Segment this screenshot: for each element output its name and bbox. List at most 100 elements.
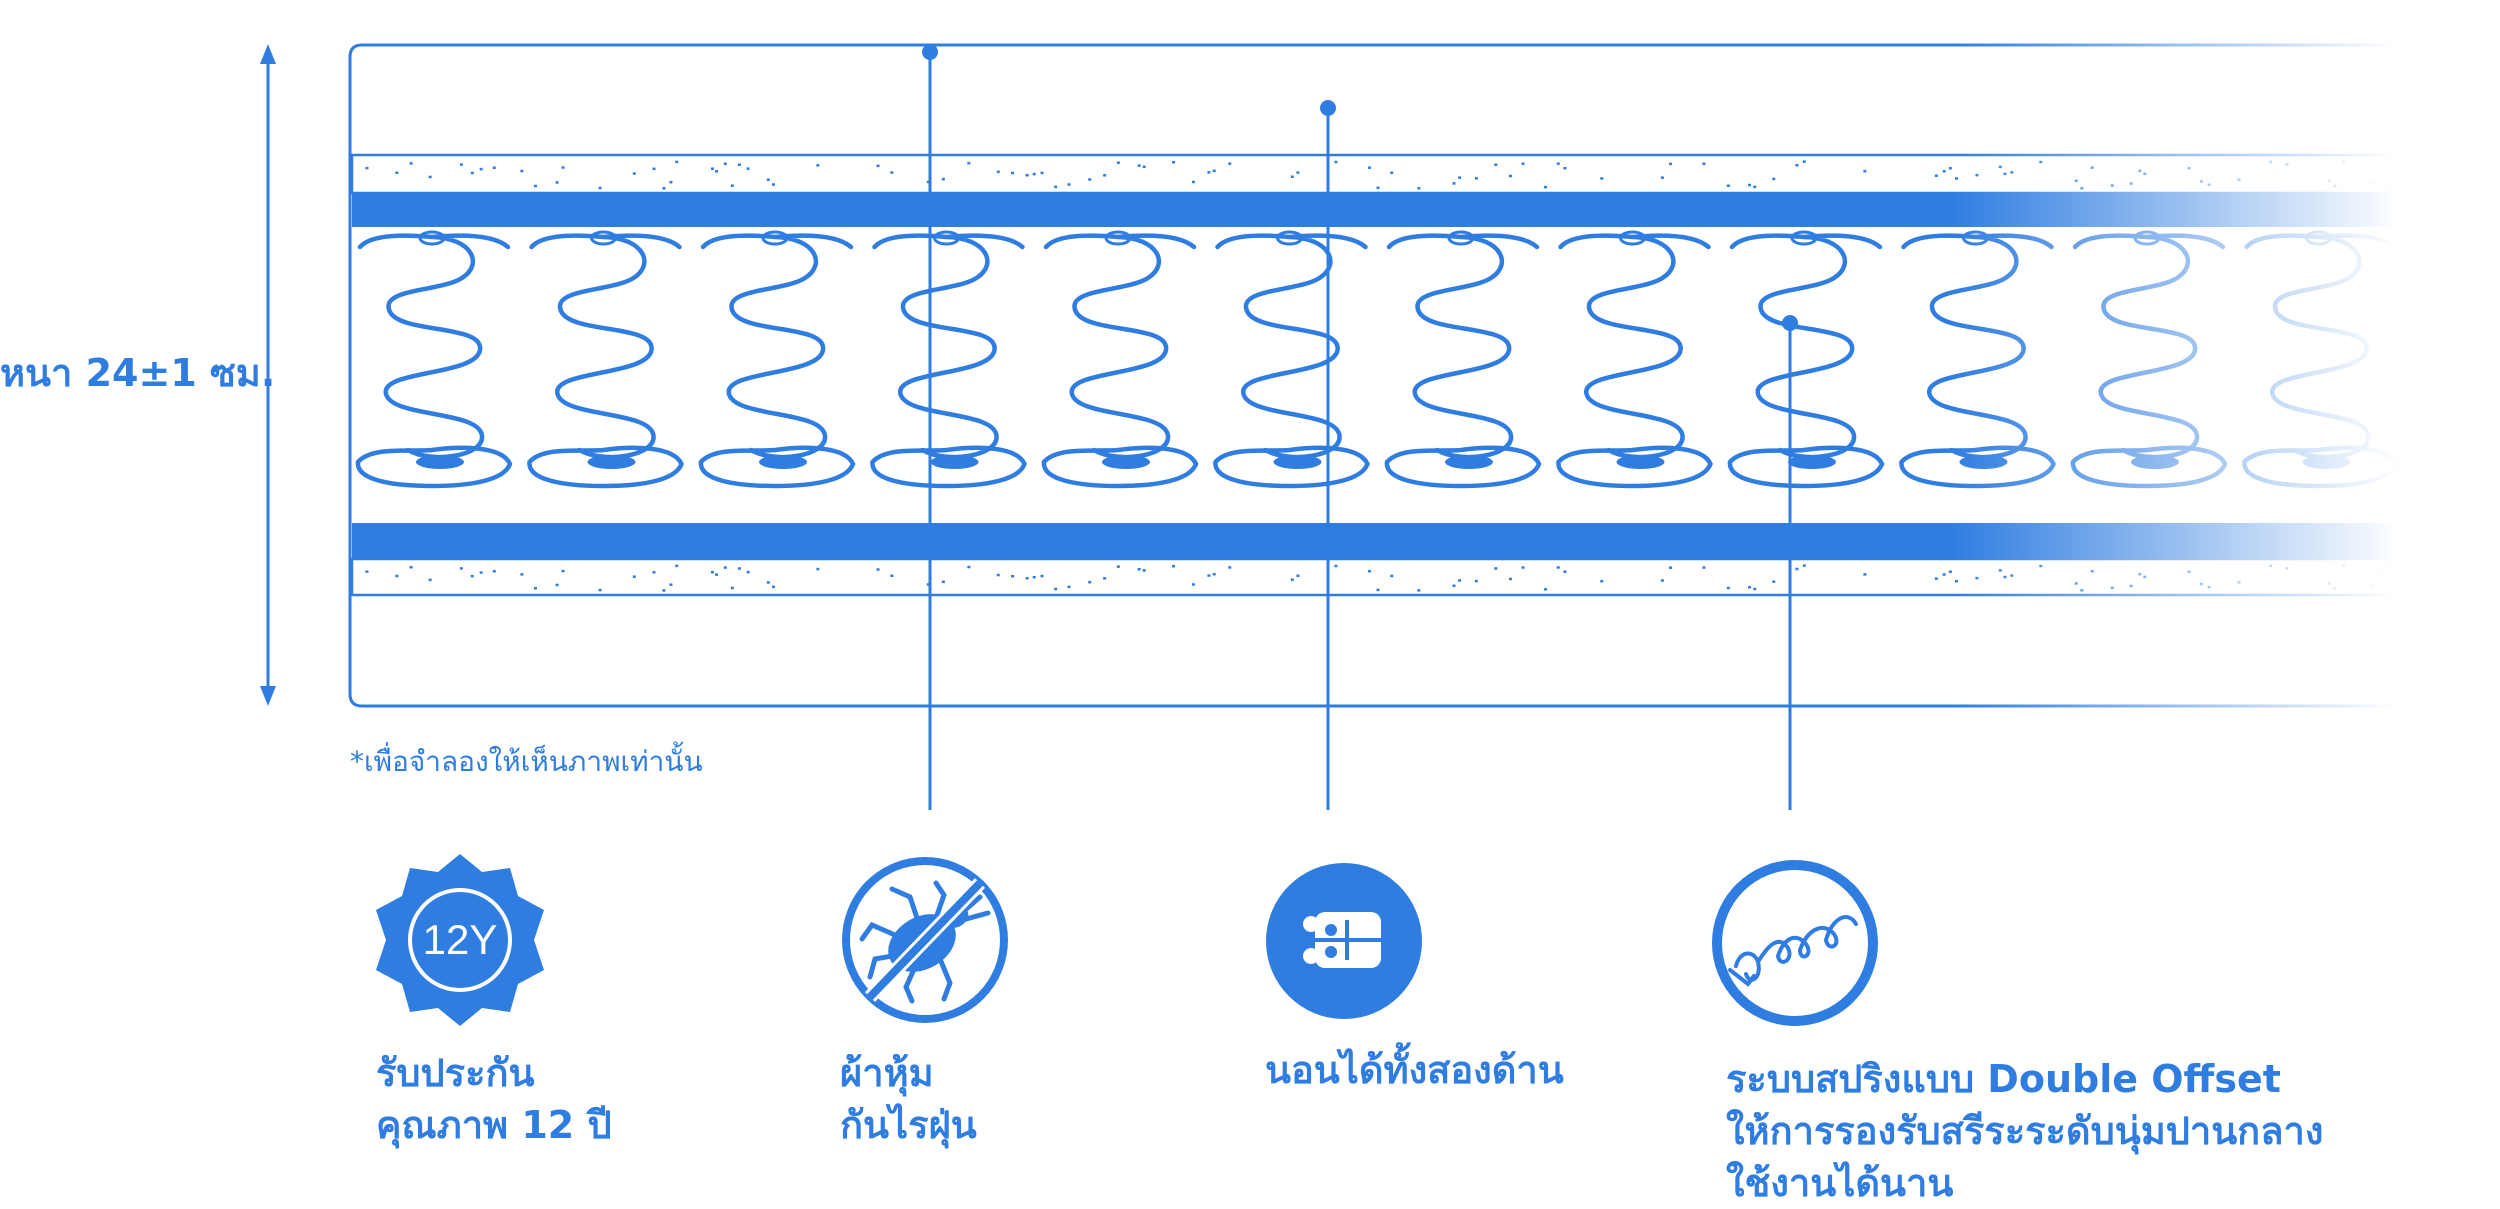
foam-dot [1032, 172, 1036, 176]
pointer-cover-dot [922, 44, 938, 60]
thickness-arrow [260, 44, 276, 706]
foam-dot [1544, 588, 1548, 591]
foam-dot [662, 187, 666, 190]
foam-dot [1296, 171, 1300, 174]
foam-dot [1600, 177, 1604, 180]
foam-dot [715, 170, 719, 173]
foam-dot [1668, 162, 1672, 166]
foam-dot [771, 585, 775, 589]
foam-dot [1054, 587, 1058, 591]
spring-coil [1213, 230, 1370, 489]
foam-dot [1390, 574, 1394, 578]
foam-dot [1116, 565, 1120, 568]
foam-dot [876, 568, 880, 571]
foam-dot [555, 583, 559, 587]
foam-dot [520, 573, 524, 576]
feature-warranty-line2: คุณภาพ 12 ปี [376, 1103, 612, 1147]
foam-dot [1474, 579, 1478, 583]
feature-double-offset-line1: ระบบสปริงแบบ Double Offset [1726, 1057, 2281, 1101]
foam-dot [1137, 568, 1141, 571]
foam-dot [662, 589, 666, 592]
foam-dot [715, 573, 719, 576]
foam-dot [941, 177, 945, 181]
foam-dot [1067, 585, 1071, 589]
foam-dot [632, 172, 636, 175]
foam-dot [1772, 177, 1776, 181]
foam-dot [1747, 586, 1751, 589]
foam-dot [520, 169, 524, 173]
foam-dot [1367, 569, 1371, 573]
foam-dot [890, 574, 894, 577]
foam-dot [1212, 572, 1216, 576]
foam-dot [1212, 169, 1216, 173]
foam-dot [730, 586, 734, 590]
spring-coil [1384, 230, 1542, 489]
foam-dot [409, 565, 413, 569]
foam-dot [652, 167, 656, 171]
foam-dot [1142, 165, 1146, 169]
spring-coil [1041, 230, 1199, 489]
foam-dot [365, 166, 369, 170]
foam-dot [1934, 577, 1938, 580]
foam-dot [1802, 160, 1806, 163]
foam-dot [710, 570, 714, 574]
foam-dot [1191, 583, 1195, 586]
foam-dot [365, 570, 369, 573]
foam-dot [1025, 576, 1029, 580]
foam-dot [470, 574, 474, 578]
foam-dot [459, 567, 463, 570]
foam-dot [1088, 580, 1092, 584]
foam-dot [1376, 588, 1380, 592]
feature-anti-dustmite-line1: ผ้าหุ้ม [840, 1051, 934, 1095]
spring-coil-icon [1712, 860, 1878, 1026]
foam-dot [1544, 185, 1548, 189]
mattress-outline [348, 43, 2390, 708]
foam-dot [533, 184, 537, 188]
foam-dot [395, 574, 399, 578]
foam-dot [1702, 566, 1706, 569]
foam-dot [555, 181, 559, 184]
spring-coil [870, 230, 1027, 489]
foam-dot [941, 580, 945, 584]
spring-coil [1727, 230, 1885, 489]
foam-dot [1942, 573, 1946, 576]
foam-dot [1508, 577, 1512, 581]
foam-dot [1137, 164, 1141, 167]
foam-dot [1191, 180, 1195, 184]
foam-dot [1494, 163, 1498, 166]
foam-dot [890, 171, 894, 174]
foam-dot [1290, 175, 1294, 178]
badge-text: 12Y [423, 916, 498, 963]
foam-dot [1795, 164, 1799, 167]
foam-dot [669, 180, 673, 184]
foam-dot [1334, 160, 1338, 164]
foam-dot [1116, 161, 1120, 164]
foam-dot [561, 166, 565, 169]
foam-dot [1103, 577, 1107, 580]
foam-dot [737, 567, 741, 570]
foam-dot [1563, 570, 1567, 573]
foam-dot [1040, 574, 1044, 578]
foam-dot [996, 170, 1000, 174]
foam-dot [1474, 177, 1478, 180]
foam-dot [1521, 566, 1525, 569]
foam-dot [1103, 174, 1107, 177]
foam-dot [1508, 174, 1512, 178]
foam-dot [1334, 564, 1338, 568]
foam-dot [737, 163, 741, 167]
spring-coil [1556, 230, 1713, 489]
foam-dot [459, 163, 463, 166]
pointer-sides-dot [1320, 100, 1336, 116]
foam-dot [1747, 183, 1751, 187]
foam-dot [1802, 564, 1806, 567]
right-fade [1950, 30, 2400, 720]
foam-dot [1452, 182, 1456, 185]
foam-dot [1207, 574, 1211, 577]
foam-dot [996, 573, 1000, 577]
foam-dot [1417, 589, 1421, 592]
foam-dot [492, 166, 496, 170]
foam-dot [652, 571, 656, 574]
foam-dot [479, 571, 483, 574]
foam-dot [1772, 580, 1776, 583]
